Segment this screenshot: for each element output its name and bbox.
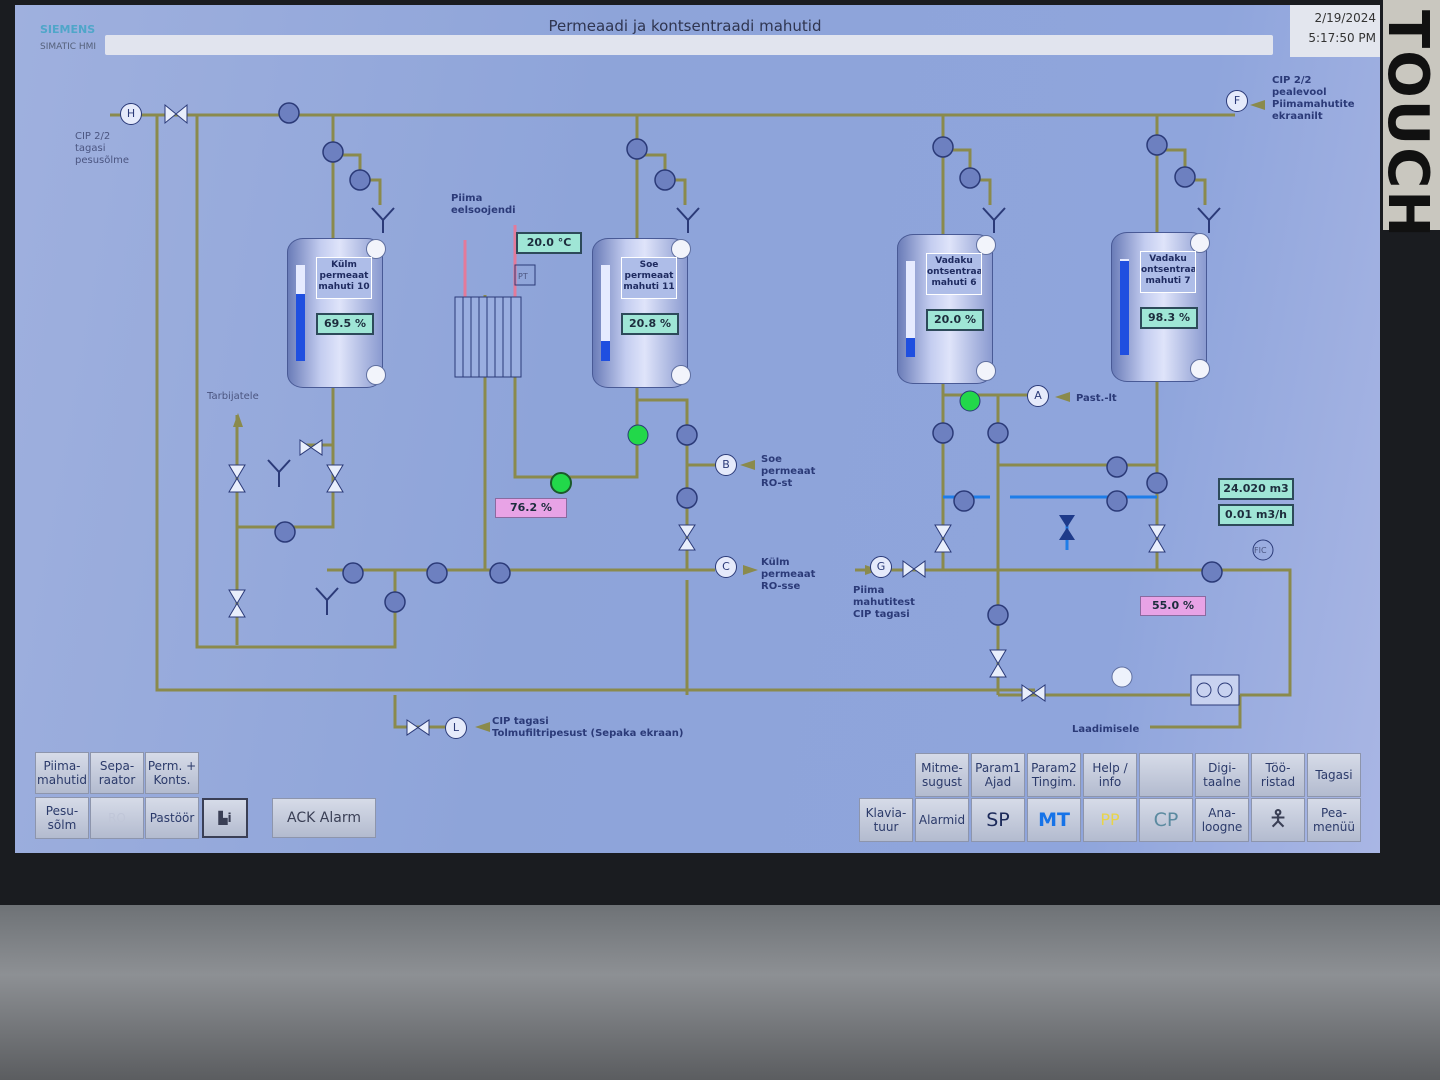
siemens-logo: SIEMENS <box>40 23 96 36</box>
nav-user-button[interactable]: 🯅 <box>1251 798 1305 842</box>
pump-speed-2-value: 55.0 % <box>1140 596 1206 616</box>
tank-name: Vadaku ontsentraa mahuti 7 <box>1140 251 1196 293</box>
drain-symbols <box>267 207 1221 615</box>
label-consumers: Tarbijatele <box>207 391 259 402</box>
label-cold-permeate: Külm permeaat RO-sse <box>761 557 816 592</box>
date: 2/19/2024 <box>1314 11 1376 25</box>
nav-mt-button[interactable]: MT <box>1027 798 1081 842</box>
tank-cold-permeate-10[interactable]: Külm permeaat mahuti 10 69.5 % <box>287 238 386 388</box>
connector-h[interactable]: H <box>120 103 142 125</box>
hmi-screen: SIEMENS SIMATIC HMI Permeaadi ja kontsen… <box>15 5 1380 853</box>
connector-a[interactable]: A <box>1027 385 1049 407</box>
nav-param2-button[interactable]: Param2 Tingim. <box>1027 753 1081 797</box>
label-cip-supply: CIP 2/2 pealevool Piimamahutite ekraanil… <box>1272 75 1355 122</box>
level-bar <box>906 261 915 357</box>
label-fic: FIC <box>1254 546 1267 555</box>
bezel-touch-label: TOUCH <box>1375 10 1440 240</box>
tank-name: Vadaku ontsentraa mahuti 6 <box>926 253 982 295</box>
connector-c[interactable]: C <box>715 556 737 578</box>
nav-blank-button[interactable] <box>1139 753 1193 797</box>
heat-exchanger <box>454 296 522 378</box>
label-pt: PT <box>518 272 528 281</box>
bezel-bottom <box>0 905 1440 1080</box>
heat-exchanger-plates <box>462 297 512 377</box>
indicator-lamp <box>1111 666 1133 688</box>
nav-keyboard-button[interactable]: Klavia- tuur <box>859 798 913 842</box>
connector-l[interactable]: L <box>445 717 467 739</box>
flow-value: 0.01 m3/h <box>1218 504 1294 526</box>
time: 5:17:50 PM <box>1308 31 1376 45</box>
user-icon: 🯅 <box>1268 807 1288 832</box>
document-info-icon: ▙i <box>218 811 232 825</box>
valves <box>274 102 1223 626</box>
nav-workstations-button[interactable]: Töö- ristad <box>1251 753 1305 797</box>
nav-cp-button[interactable]: CP <box>1139 798 1193 842</box>
label-warm-permeate: Soe permeaat RO-st <box>761 454 816 489</box>
nav-pp-button[interactable]: PP <box>1083 798 1137 842</box>
product-label: SIMATIC HMI <box>40 42 97 52</box>
nav-help-button[interactable]: Help / info <box>1083 753 1137 797</box>
level-bar <box>296 265 305 361</box>
nav-main-menu-button[interactable]: Pea- menüü <box>1307 798 1361 842</box>
pump-running <box>550 472 572 494</box>
nav-pasteurizer-button[interactable]: Pastöör <box>145 797 199 839</box>
nav-back-button[interactable]: Tagasi <box>1307 753 1361 797</box>
nav-milk-tanks-button[interactable]: Piima- mahutid <box>35 752 89 794</box>
label-cip-dust: CIP tagasi Tolmufiltripesust (Sepaka ekr… <box>492 716 684 739</box>
nav-analog-button[interactable]: Ana- loogne <box>1195 798 1249 842</box>
label-past: Past.-lt <box>1076 393 1117 404</box>
water-valve <box>1059 515 1075 540</box>
level-fill <box>1120 260 1129 355</box>
tank-name: Külm permeaat mahuti 10 <box>316 257 372 299</box>
loading-station <box>1190 674 1240 706</box>
nav-alarms-button[interactable]: Alarmid <box>915 798 969 842</box>
level-fill <box>906 337 915 357</box>
nav-param1-button[interactable]: Param1 Ajad <box>971 753 1025 797</box>
level-bar <box>1120 259 1129 355</box>
label-preheater: Piima eelsoojendi <box>451 193 516 216</box>
level-fill <box>601 341 610 361</box>
fic-instrument <box>1252 539 1274 561</box>
tank-whey-concentrate-7[interactable]: Vadaku ontsentraa mahuti 7 98.3 % <box>1111 232 1210 382</box>
tank-whey-concentrate-6[interactable]: Vadaku ontsentraa mahuti 6 20.0 % <box>897 234 996 384</box>
label-loading: Laadimisele <box>1072 724 1140 735</box>
ack-alarm-button[interactable]: ACK Alarm <box>272 798 376 838</box>
tank-level-value: 20.8 % <box>621 313 679 335</box>
info-document-button[interactable]: ▙i <box>202 798 248 838</box>
nav-sp-button[interactable]: SP <box>971 798 1025 842</box>
connector-b[interactable]: B <box>715 454 737 476</box>
alarm-message-bar[interactable] <box>105 35 1273 55</box>
pipes <box>110 113 1292 729</box>
label-milk-cip-return: Piima mahutitest CIP tagasi <box>853 585 915 620</box>
pump-speed-1-value: 76.2 % <box>495 498 567 518</box>
bezel-right <box>1383 0 1440 230</box>
tank-level-value: 98.3 % <box>1140 307 1198 329</box>
datetime: 2/19/2024 5:17:50 PM <box>1290 5 1380 57</box>
nav-ro-button[interactable]: RO <box>90 797 144 839</box>
tank-warm-permeate-11[interactable]: Soe permeaat mahuti 11 20.8 % <box>592 238 691 388</box>
nav-perm-konts-button[interactable]: Perm. + Konts. <box>145 752 199 794</box>
pt-instrument <box>514 264 536 286</box>
level-bar <box>601 265 610 361</box>
flow-arrows <box>233 100 1265 732</box>
nav-digital-button[interactable]: Digi- taalne <box>1195 753 1249 797</box>
page-title: Permeaadi ja kontsentraadi mahutid <box>548 17 822 35</box>
nav-misc-button[interactable]: Mitme- sugust <box>915 753 969 797</box>
manual-valves <box>164 103 1166 736</box>
tank-level-value: 20.0 % <box>926 309 984 331</box>
nav-separator-button[interactable]: Sepa- raator <box>90 752 144 794</box>
label-cip-return-wash: CIP 2/2 tagasi pesusõlme <box>75 131 130 166</box>
tank-level-value: 69.5 % <box>316 313 374 335</box>
level-fill <box>296 294 305 361</box>
tank-name: Soe permeaat mahuti 11 <box>621 257 677 299</box>
piping-diagram <box>110 100 1292 736</box>
nav-wash-station-button[interactable]: Pesu- sõlm <box>35 797 89 839</box>
connector-f[interactable]: F <box>1226 90 1248 112</box>
valve-open <box>627 424 649 446</box>
valve-open <box>959 390 981 412</box>
connector-g[interactable]: G <box>870 556 892 578</box>
temperature-value: 20.0 °C <box>516 232 582 254</box>
volume-value: 24.020 m3 <box>1218 478 1294 500</box>
